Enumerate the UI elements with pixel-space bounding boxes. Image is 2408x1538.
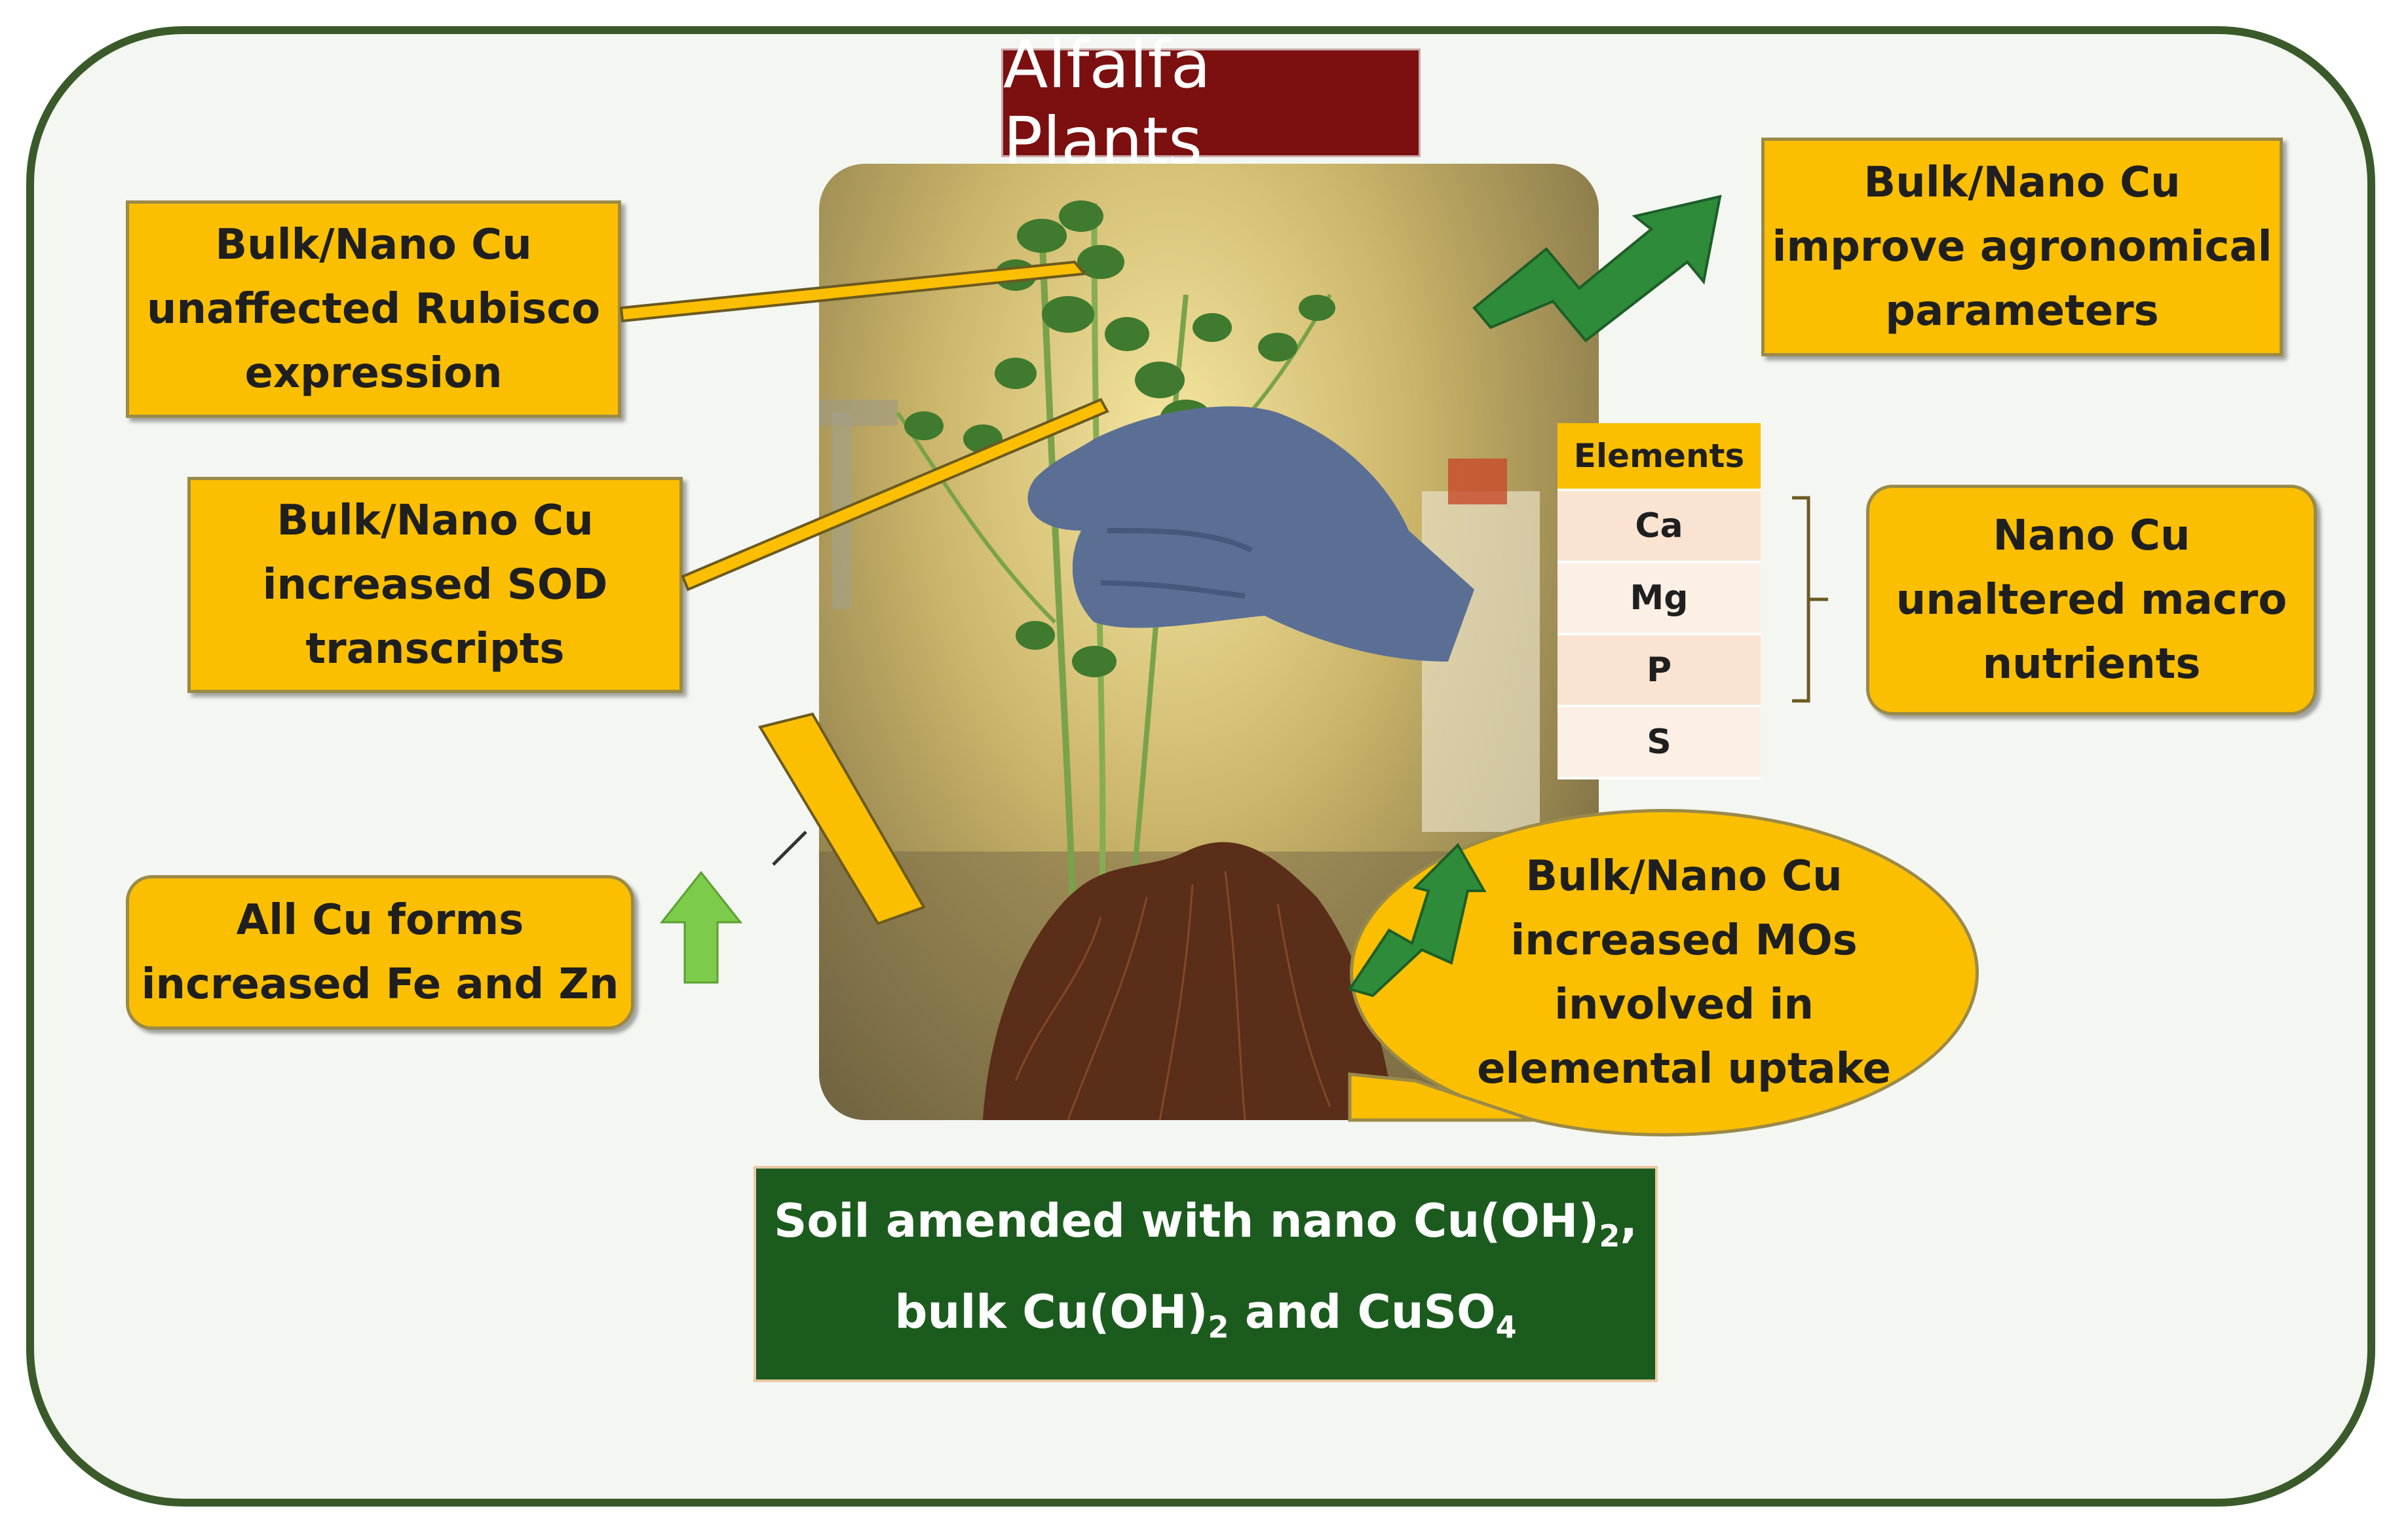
mos-line-1: Bulk/Nano Cu — [1525, 852, 1843, 901]
macro-callout: Nano Cu unaltered macro nutrients — [1866, 485, 2317, 715]
mos-line-2: increased MOs — [1510, 916, 1858, 965]
diagram-title: Alfalfa Plants — [1001, 26, 1421, 179]
mos-bubble-tail — [1348, 1072, 1534, 1122]
fe-zn-pointer-tip — [772, 831, 807, 866]
mos-line-3: involved in — [1554, 981, 1814, 1029]
rubisco-line-2: unaffected Rubisco — [146, 285, 601, 333]
rubisco-pointer — [619, 260, 1087, 323]
soil-line-1-subscript: 2 — [1599, 1218, 1620, 1254]
up-arrow-icon — [659, 871, 743, 984]
fe-zn-line-2: increased Fe and Zn — [141, 960, 619, 1009]
rubisco-line-3: expression — [244, 349, 503, 398]
soil-line-1-text: Soil amended with nano Cu(OH) — [774, 1194, 1599, 1248]
mos-line-4: elemental uptake — [1477, 1045, 1891, 1093]
rubisco-callout: Bulk/Nano Cu unaffected Rubisco expressi… — [126, 200, 621, 418]
fe-zn-line-1: All Cu forms — [236, 896, 524, 945]
agronomical-line-3: parameters — [1885, 287, 2159, 335]
elements-bracket — [1792, 496, 1828, 703]
sod-pointer — [681, 398, 1109, 591]
soil-line-2-text-b: and CuSO — [1229, 1285, 1496, 1339]
rising-zigzag-arrow-icon — [1472, 195, 1722, 343]
soil-line-2-subscript-b: 4 — [1495, 1309, 1517, 1345]
soil-line-1-comma: , — [1620, 1194, 1637, 1248]
sod-line-1: Bulk/Nano Cu — [277, 497, 594, 545]
fe-zn-callout: All Cu forms increased Fe and Zn — [126, 875, 634, 1030]
agronomical-line-2: improve agronomical — [1772, 223, 2272, 271]
soil-line-2: bulk Cu(OH)2 and CuSO4 — [774, 1274, 1637, 1365]
agronomical-callout: Bulk/Nano Cu improve agronomical paramet… — [1761, 138, 2283, 356]
sod-callout: Bulk/Nano Cu increased SOD transcripts — [187, 477, 683, 693]
elements-table-header: Elements — [1558, 423, 1761, 491]
elements-row-p: P — [1558, 635, 1761, 707]
sod-line-3: transcripts — [305, 625, 565, 673]
agronomical-line-1: Bulk/Nano Cu — [1863, 159, 2181, 207]
rising-mos-arrow-icon — [1347, 842, 1487, 998]
soil-line-1: Soil amended with nano Cu(OH)2, — [774, 1183, 1637, 1274]
macro-line-1: Nano Cu — [1993, 512, 2190, 560]
elements-row-s: S — [1558, 707, 1761, 779]
elements-row-ca: Ca — [1558, 491, 1761, 563]
fe-zn-pointer — [757, 712, 926, 926]
elements-table: Elements Ca Mg P S — [1558, 423, 1761, 779]
soil-line-2-text-a: bulk Cu(OH) — [894, 1285, 1208, 1339]
soil-amendment-box: Soil amended with nano Cu(OH)2, bulk Cu(… — [754, 1166, 1658, 1382]
macro-line-3: nutrients — [1982, 640, 2201, 688]
soil-line-2-subscript-a: 2 — [1208, 1309, 1229, 1345]
macro-line-2: unaltered macro — [1896, 576, 2287, 624]
sod-line-2: increased SOD — [262, 561, 608, 609]
elements-row-mg: Mg — [1558, 563, 1761, 635]
rubisco-line-1: Bulk/Nano Cu — [215, 221, 532, 269]
